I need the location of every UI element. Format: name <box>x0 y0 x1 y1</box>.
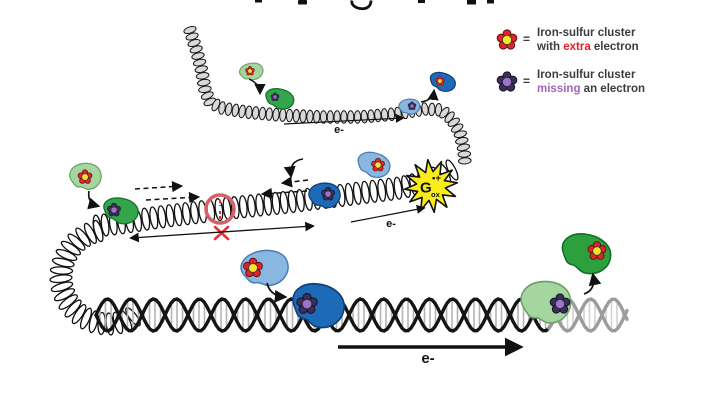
legend-item-missing-electron: = Iron-sulfur cluster missing an electro… <box>496 68 701 96</box>
equals-sign: = <box>523 74 531 89</box>
arrows <box>87 78 602 357</box>
binding-curved-arrow <box>266 282 288 303</box>
iron-sulfur-cluster-extra-icon <box>496 29 518 50</box>
release-curved-arrow <box>420 88 439 103</box>
legend-label-missing: Iron-sulfur cluster missing an electron <box>537 68 645 96</box>
lesion-x-mark <box>213 225 230 241</box>
guanine-label: G <box>420 180 432 197</box>
dna-strand-top <box>183 25 472 165</box>
electron-flow-arrow-middle <box>350 204 426 223</box>
dna-strand-middle <box>92 159 459 238</box>
legend-item-extra-electron: = Iron-sulfur cluster with extra electro… <box>496 26 701 54</box>
release-curved-arrow <box>583 272 602 295</box>
legend-label-extra: Iron-sulfur cluster with extra electron <box>537 26 639 54</box>
starburst-icon <box>403 158 459 214</box>
electron-label-bottom: e- <box>421 350 434 367</box>
electron-label-middle: e- <box>386 218 396 230</box>
sliding-dashed-arrow <box>260 187 308 199</box>
legend-line: Iron-sulfur cluster <box>537 69 636 82</box>
cropped-title-fragments <box>255 0 494 11</box>
sliding-dashed-arrow <box>134 180 184 193</box>
binding-curved-arrow <box>87 190 101 210</box>
legend-line: with extra electron <box>537 41 639 54</box>
sliding-dashed-arrow <box>280 176 309 188</box>
highlight-missing: missing <box>537 83 581 96</box>
protein-blob <box>263 86 297 112</box>
sliding-dashed-arrow <box>145 191 201 204</box>
protein-blob <box>557 229 615 278</box>
electron-label-top: e- <box>334 124 344 136</box>
highlight-extra: extra <box>563 41 591 54</box>
equals-sign: = <box>523 32 531 46</box>
legend-line: Iron-sulfur cluster <box>537 27 636 39</box>
legend-line: missing an electron <box>537 83 646 96</box>
electron-flow-arrow-top <box>283 113 405 125</box>
dna-loop-left <box>49 219 141 336</box>
guanine-subscript: ox <box>431 190 441 199</box>
iron-sulfur-cluster-missing-icon <box>496 71 518 92</box>
legend: = Iron-sulfur cluster with extra electro… <box>496 26 701 110</box>
oxidized-guanine-star: G ox •+ <box>403 158 459 214</box>
scanning-range-arrow <box>129 221 315 243</box>
binding-curved-arrow <box>248 78 266 96</box>
guanine-radical-dots: •+ <box>432 173 441 184</box>
binding-curved-arrow <box>283 158 304 179</box>
